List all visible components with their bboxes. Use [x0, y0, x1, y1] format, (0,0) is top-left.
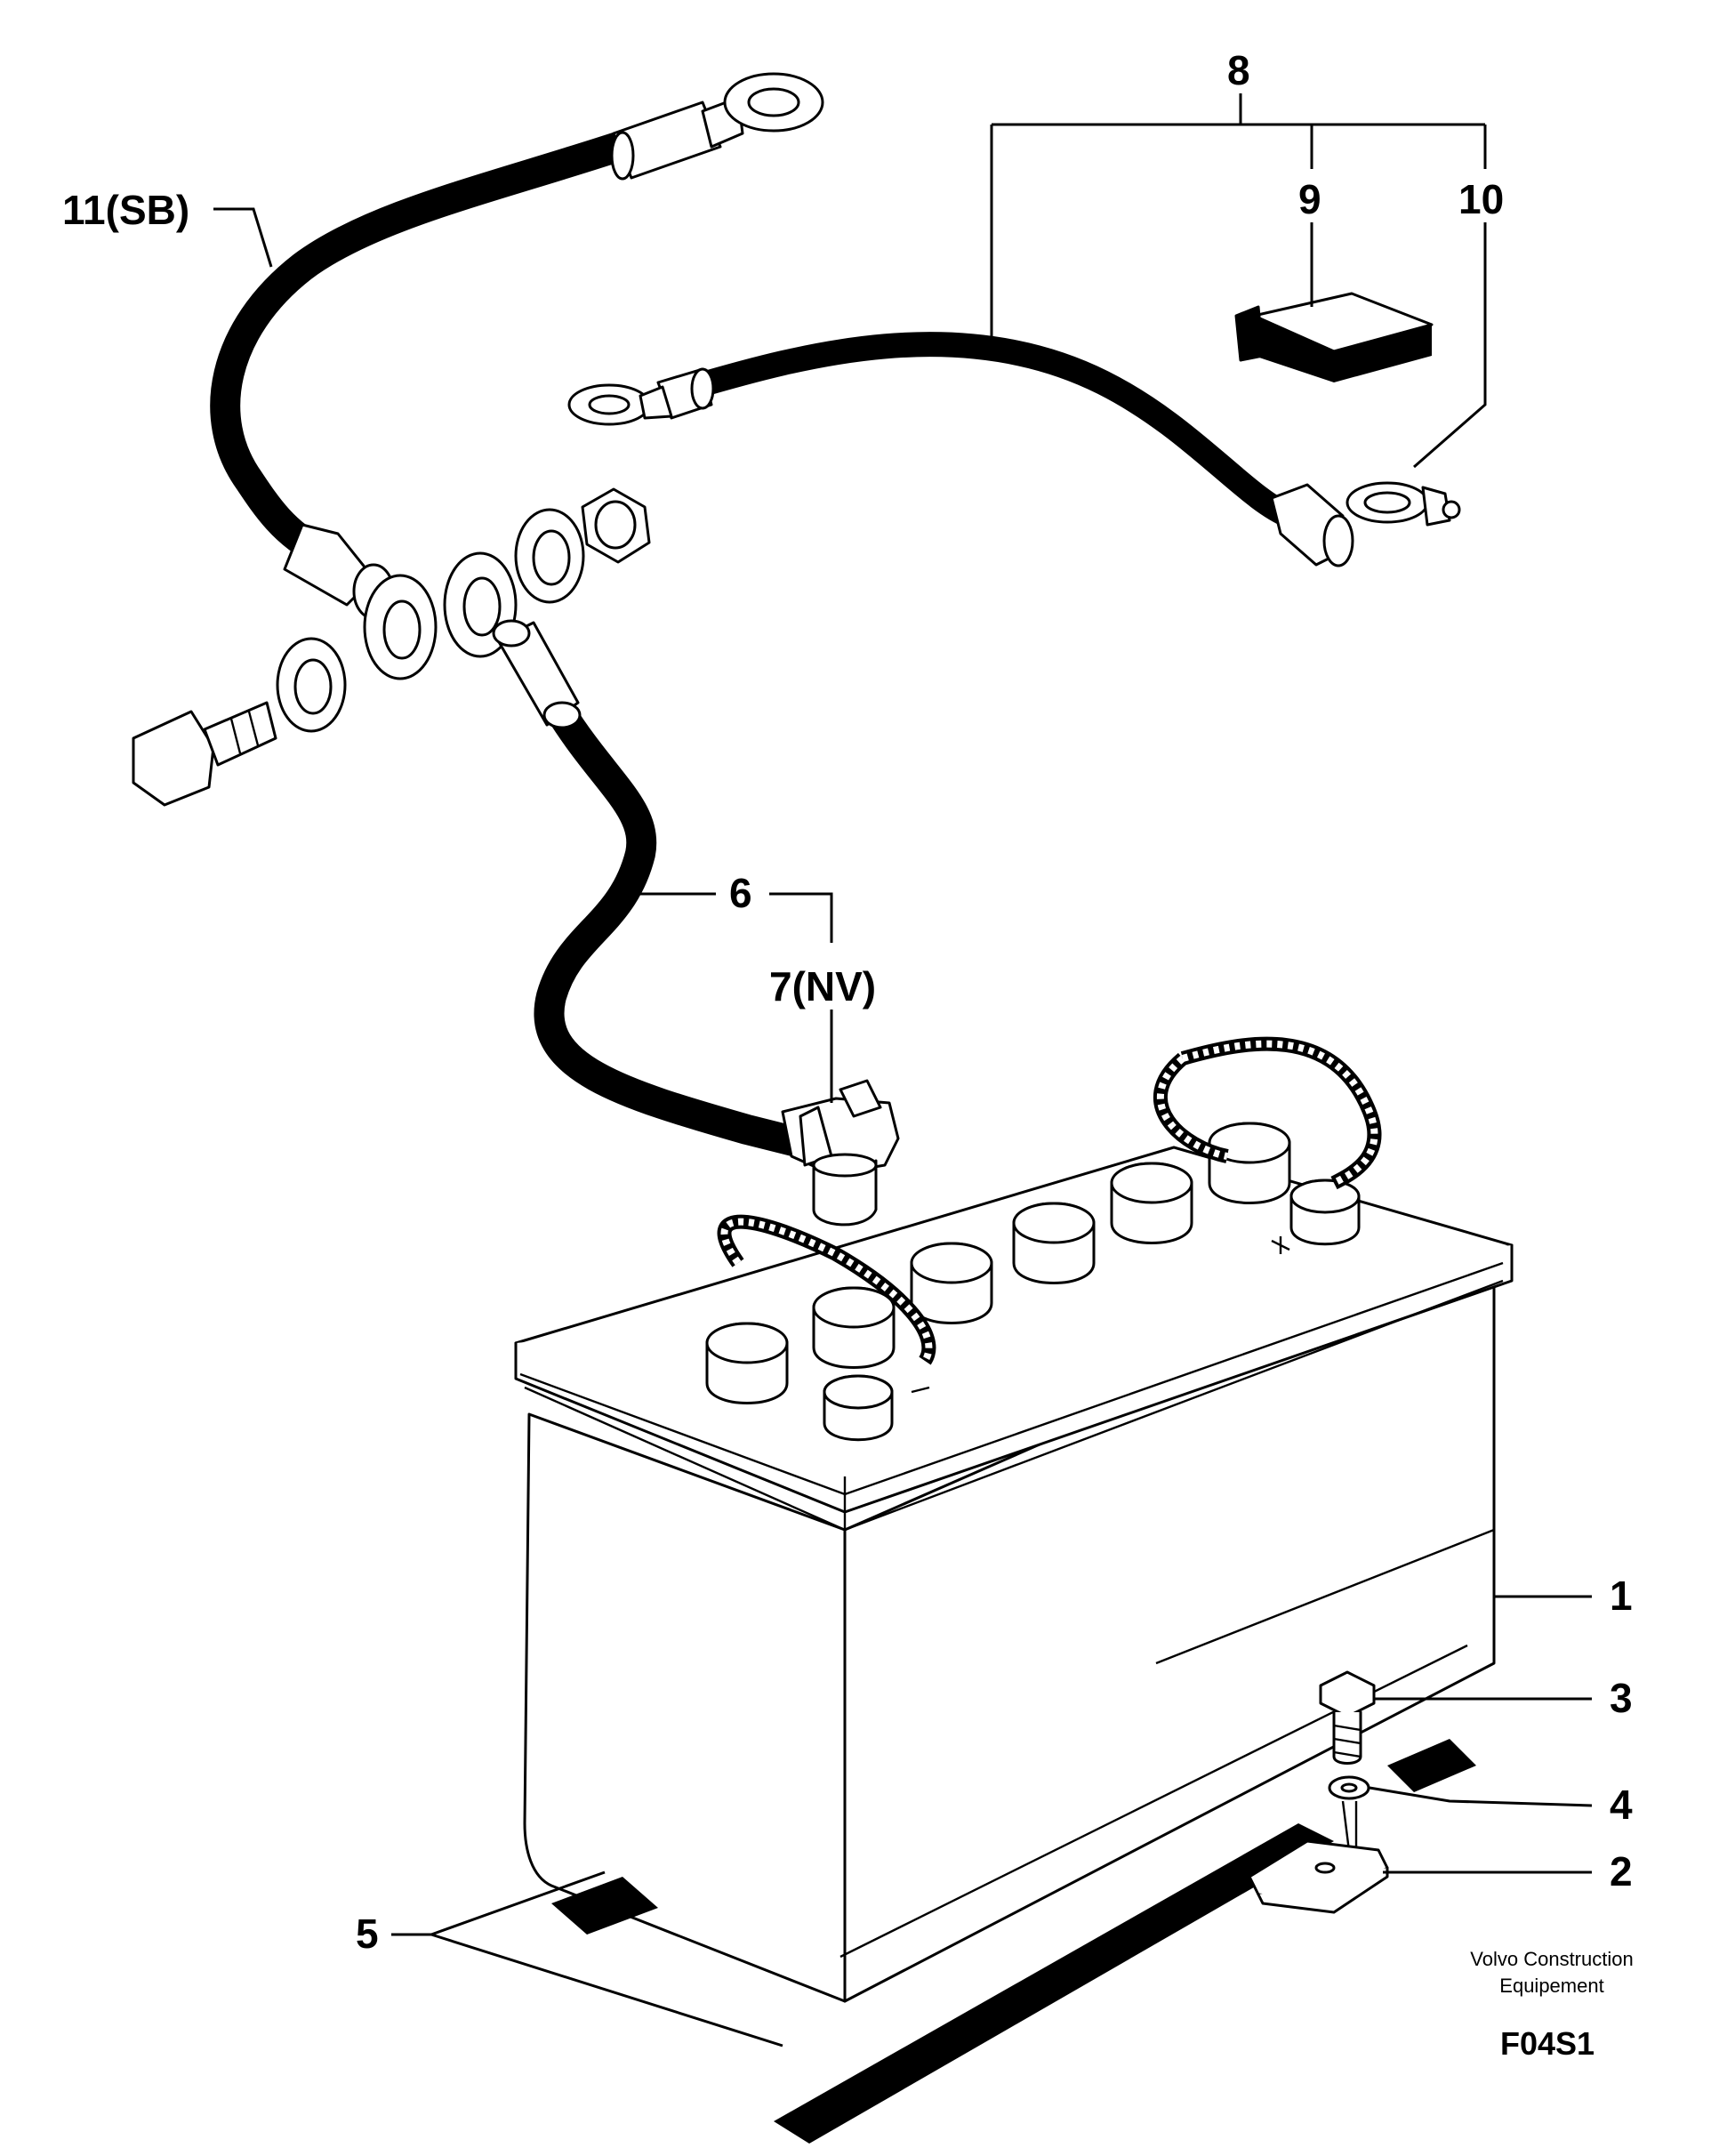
cable-8 [567, 332, 1302, 528]
caption: Volvo Construction Equipement F04S1 [1470, 1948, 1633, 2062]
caption-line-1: Volvo Construction [1470, 1948, 1633, 1970]
bolt-3 [1319, 1670, 1376, 1765]
callout-3: 3 [1610, 1675, 1633, 1721]
callout-2: 2 [1610, 1848, 1633, 1895]
terminal-7-nv [781, 1079, 900, 1227]
cable-11-sb [210, 72, 824, 680]
callout-7: 7(NV) [769, 963, 876, 1010]
battery-clamp-10 [1270, 481, 1461, 567]
caption-line-2: Equipement [1499, 1975, 1603, 1997]
leader-lines [213, 93, 1593, 2047]
bracket-2 [1248, 1800, 1389, 1914]
figure-code: F04S1 [1500, 2025, 1595, 2062]
battery-1 [514, 1146, 1514, 2144]
callout-1: 1 [1610, 1573, 1633, 1619]
washer-4 [1328, 1775, 1370, 1800]
callout-11: 11(SB) [62, 187, 189, 233]
terminal-cap-9 [1234, 292, 1434, 382]
callout-labels: 11(SB) 8 9 10 6 7(NV) 1 3 4 2 5 [62, 47, 1633, 1957]
cable-6 [492, 619, 833, 1162]
callout-9: 9 [1298, 176, 1321, 222]
callout-6: 6 [729, 870, 752, 916]
callout-5: 5 [356, 1911, 379, 1957]
battery-cell-caps [705, 1036, 1382, 1442]
callout-4: 4 [1610, 1782, 1633, 1828]
callout-8: 8 [1227, 47, 1250, 93]
callout-10: 10 [1458, 176, 1504, 222]
